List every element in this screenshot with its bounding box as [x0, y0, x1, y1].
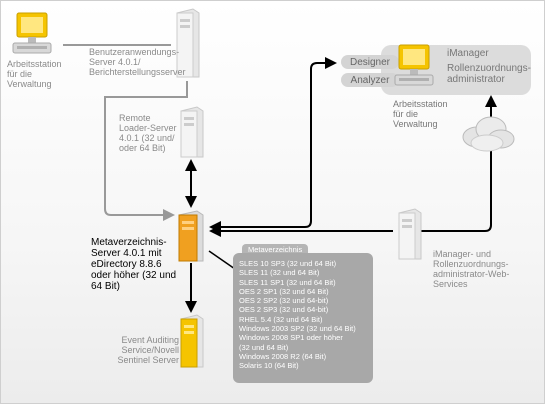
- metadirectory-server-label: Metaverzeichnis-Server 4.0.1 mit eDirect…: [91, 237, 177, 292]
- user-app-server-label: Benutzeranwendungs-Server 4.0.1/ Bericht…: [89, 47, 186, 77]
- admin-workstation-label: Arbeitsstation für die Verwaltung: [7, 59, 62, 89]
- metaverzeichnis-tab: Metaverzeichnis: [242, 244, 309, 255]
- remote-loader-server-icon: [180, 106, 204, 158]
- workstation-icon: [12, 12, 52, 54]
- platform-item: OES 2 SP3 (32 und 64-bit): [239, 305, 329, 315]
- imanager-label: iManager: [447, 48, 489, 59]
- line-metadir-to-list: [208, 250, 236, 270]
- event-auditing-label: Event Auditing Service/Novell Sentinel S…: [117, 335, 179, 365]
- designer-pill: Designer: [341, 55, 399, 69]
- web-services-server-icon: [398, 208, 422, 260]
- platform-item: SLES 11 SP1 (32 und 64 Bit): [239, 277, 336, 287]
- line-userapp-to-metadir: [104, 81, 188, 221]
- analyzer-pill: Analyzer: [341, 73, 399, 87]
- platform-item: Solaris 10 (64 Bit): [239, 361, 299, 371]
- remote-loader-label: Remote Loader-Server 4.0.1 (32 und/ oder…: [119, 113, 177, 153]
- event-auditing-server-icon: [180, 314, 204, 368]
- metadirectory-server-icon: [178, 210, 204, 262]
- platform-item: SLES 10 SP3 (32 und 64 Bit): [239, 259, 337, 268]
- platform-item: OES 2 SP1 (32 und 64 Bit): [239, 286, 329, 296]
- user-app-server-icon: [176, 8, 200, 78]
- metaverzeichnis-list: SLES 10 SP3 (32 und 64 Bit)SLES 11 (32 u…: [233, 253, 373, 383]
- designer-workstation-label: Arbeitsstation für die Verwaltung: [393, 99, 448, 129]
- platform-item: SLES 11 (32 und 64 Bit): [239, 268, 320, 278]
- role-admin-label: Rollenzuordnungs-administrator: [447, 63, 531, 85]
- platform-item: OES 2 SP2 (32 und 64-bit): [239, 296, 329, 306]
- platform-item: Windows 2003 SP2 (32 und 64 Bit): [239, 324, 356, 334]
- designer-workstation-icon: [394, 44, 434, 86]
- line-webservices-to-imanager: [421, 95, 497, 232]
- web-services-label: iManager- und Rollenzuordnungs-administr…: [433, 249, 510, 289]
- line-metadir-to-designer: [209, 57, 337, 233]
- platform-item: (32 und 64 Bit): [239, 342, 289, 352]
- platform-item: Windows 2008 SP1 oder höher: [239, 333, 343, 343]
- platform-item: Windows 2008 R2 (64 Bit): [239, 351, 327, 361]
- cloud-icon: [462, 116, 515, 152]
- platform-item: RHEL 5.4 (32 und 64 Bit): [239, 314, 323, 324]
